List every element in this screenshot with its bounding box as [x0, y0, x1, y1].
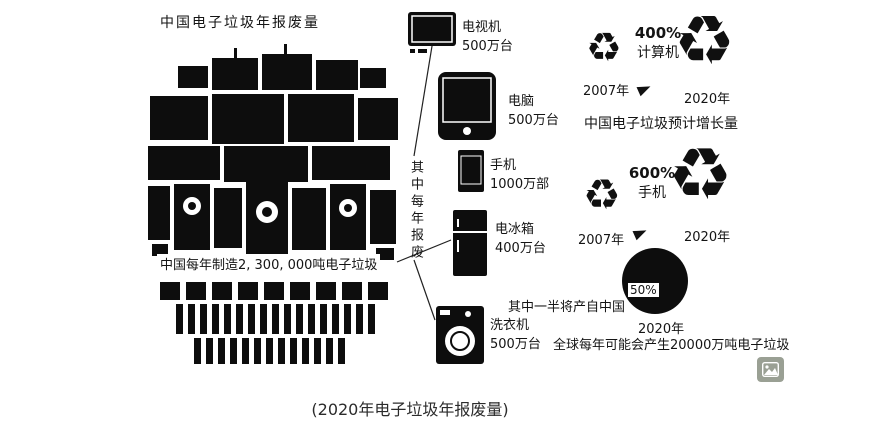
growth-caption: 中国电子垃圾预计增长量	[584, 116, 738, 132]
device-label-tv: 电视机 500万台	[462, 18, 513, 56]
pie-year-label: 2020年	[638, 322, 685, 337]
phone-icon	[458, 150, 484, 192]
growth-row-2: 600% 手机	[620, 164, 684, 202]
growth-arrow-icon	[632, 225, 649, 241]
year-to-label: 2020年	[684, 92, 731, 107]
device-label-fridge: 电冰箱 400万台	[495, 220, 546, 258]
year-from-label: 2007年	[578, 233, 625, 248]
recycle-icon-small-2007: ♻	[583, 170, 621, 219]
device-name: 电脑	[508, 94, 535, 109]
growth-item: 计算机	[637, 45, 679, 61]
growth-arrow-icon	[636, 81, 653, 97]
china-share-note: 其中一半将产自中国	[508, 300, 626, 315]
washer-icon	[436, 306, 484, 364]
recycle-icon-large-2020: ♻	[674, 2, 735, 81]
e-waste-pile-illustration	[148, 44, 398, 364]
device-label-phone: 手机 1000万部	[490, 156, 549, 194]
pie-percent-label: 50%	[628, 283, 659, 297]
device-qty: 500万台	[490, 337, 541, 352]
tv-icon	[408, 12, 456, 53]
device-name: 手机	[490, 158, 517, 173]
photo-icon	[762, 362, 779, 377]
fridge-icon	[453, 210, 487, 276]
pile-title: 中国电子垃圾年报废量	[160, 15, 320, 31]
device-label-computer: 电脑 500万台	[508, 92, 559, 130]
growth-percent: 600%	[628, 164, 676, 182]
growth-item: 手机	[638, 185, 666, 201]
growth-row-1: 400% 计算机	[626, 24, 690, 62]
device-label-washer: 洗衣机 500万台	[490, 316, 541, 354]
pile-caption: 中国每年制造2, 300, 000吨电子垃圾	[157, 254, 381, 273]
global-forecast-caption: 全球每年可能会产生20000万吨电子垃圾	[553, 338, 790, 353]
image-badge-icon[interactable]	[757, 357, 784, 382]
device-name: 洗衣机	[490, 318, 530, 333]
computer-icon	[438, 72, 496, 140]
recycle-icon-large-2020: ♻	[668, 132, 733, 216]
recycle-icon-small-2007: ♻	[586, 25, 622, 71]
year-to-label: 2020年	[684, 230, 731, 245]
china-share-pie	[622, 248, 688, 314]
device-qty: 500万台	[462, 39, 513, 54]
year-from-label: 2007年	[583, 84, 630, 99]
brace-label: 其中每年报废	[408, 160, 423, 262]
device-qty: 1000万部	[490, 177, 550, 192]
device-name: 电冰箱	[495, 222, 535, 237]
figure-caption: (2020年电子垃圾年报废量)	[311, 400, 509, 419]
growth-percent: 400%	[634, 24, 682, 42]
device-qty: 500万台	[508, 113, 559, 128]
device-name: 电视机	[462, 20, 502, 35]
device-qty: 400万台	[495, 241, 546, 256]
